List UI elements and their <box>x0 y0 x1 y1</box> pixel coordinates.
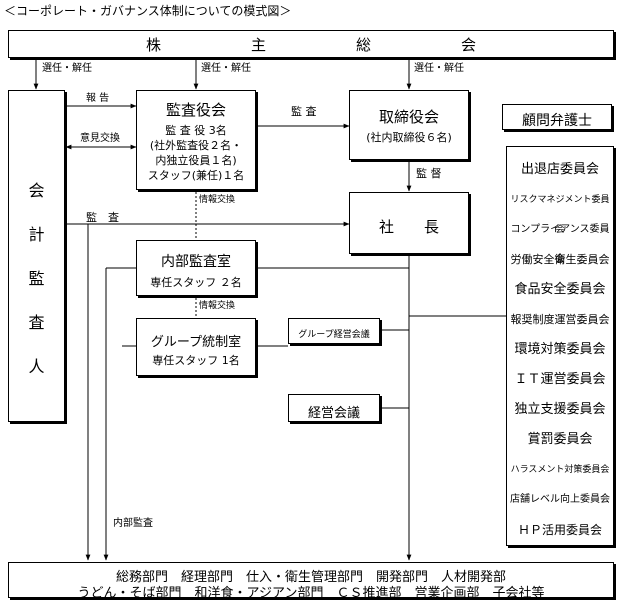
auditor-char: 人 <box>28 357 45 376</box>
board-sub: (社内取締役６名) <box>366 131 452 144</box>
mgmt-meeting-label: 経営会議 <box>307 406 360 421</box>
mgmt-meeting-box: 経営会議 <box>288 394 380 422</box>
shareholders-meeting-label: 株 主 総 会 <box>145 36 476 54</box>
audit-board-line2: (社外監査役２名・ <box>149 139 243 152</box>
report-label: 報 告 <box>86 93 110 104</box>
group-control-office-title: グループ統制室 <box>150 335 242 350</box>
opinion-exchange-label: 意見交換 <box>80 133 120 144</box>
committee-item: 出退店委員会 <box>520 162 599 177</box>
audit-board-line1: 監 査 役 3名 <box>165 124 227 137</box>
appoint-label-right: 選任・解任 <box>414 63 464 74</box>
audit-label-top: 監 査 <box>291 105 317 118</box>
accounting-auditor-box: 会 計 監 査 人 <box>8 90 65 422</box>
appoint-label-left: 選任・解任 <box>42 63 92 74</box>
internal-audit-label: 内部監査 <box>113 518 153 529</box>
audit-board-line3: 内独立役員１名) <box>155 154 237 167</box>
committee-item: 環境対策委員会 <box>514 342 606 357</box>
president-box: 社 長 <box>349 192 469 254</box>
committee-item: 賞罰委員会 <box>527 432 593 447</box>
auditor-char: 監 <box>28 269 45 288</box>
accounting-auditor-label: 会 計 監 査 人 <box>9 169 64 389</box>
committee-item: コンプライアンス委員会 <box>510 224 610 265</box>
group-mgmt-meeting-label: グループ経営会議 <box>298 330 370 340</box>
committee-item: 独立支援委員会 <box>514 402 606 417</box>
committee-item: 労働安全衛生委員会 <box>510 253 610 266</box>
audit-board-line4: スタッフ(兼任)１名 <box>147 169 245 182</box>
info-exchange-label-1: 情報交換 <box>199 195 236 205</box>
auditor-char: 会 <box>28 181 45 200</box>
shareholders-meeting-box: 株 主 総 会 <box>8 30 614 58</box>
board-of-directors-box: 取締役会 (社内取締役６名) <box>349 90 469 160</box>
committee-item: 食品安全委員会 <box>514 282 606 297</box>
group-control-office-box: グループ統制室 専任スタッフ 1名 <box>136 318 256 376</box>
internal-audit-office-title: 内部監査室 <box>161 254 231 270</box>
supervision-label: 監 督 <box>416 167 442 180</box>
internal-audit-office-box: 内部監査室 専任スタッフ ２名 <box>136 240 256 296</box>
info-exchange-label-2: 情報交換 <box>199 301 236 311</box>
auditor-char: 計 <box>28 225 45 244</box>
legal-advisor-box: 顧問弁護士 <box>502 104 612 130</box>
committee-item: ＩＴ運営委員会 <box>514 372 606 387</box>
departments-box: 総務部門 経理部門 仕入・衛生管理部門 開発部門 人材開発部 うどん・そば部門 … <box>8 562 614 601</box>
committee-item: リスクマネジメント委員会 <box>510 195 610 235</box>
committees-box: 出退店委員会 リスクマネジメント委員会 コンプライアンス委員会 労働安全衛生委員… <box>506 146 614 546</box>
internal-audit-office-sub: 専任スタッフ ２名 <box>150 276 242 289</box>
page-title: ＜コーポレート・ガバナンス体制についての模式図＞ <box>4 4 292 18</box>
committee-item: 店舗レベル向上委員会 <box>510 494 610 505</box>
committee-item: 報奨制度運営委員会 <box>510 313 610 326</box>
audit-board-title: 監査役会 <box>165 101 226 119</box>
committee-item: ＨＰ活用委員会 <box>517 523 602 537</box>
auditor-char: 査 <box>28 313 45 332</box>
committee-list: 出退店委員会 リスクマネジメント委員会 コンプライアンス委員会 労働安全衛生委員… <box>507 155 613 545</box>
board-title: 取締役会 <box>378 108 439 126</box>
president-label: 社 長 <box>378 218 439 236</box>
legal-advisor-label: 顧問弁護士 <box>522 113 592 129</box>
audit-board-box: 監査役会 監 査 役 3名 (社外監査役２名・ 内独立役員１名) スタッフ(兼任… <box>136 90 256 190</box>
committee-item: ハラスメント対策委員会 <box>510 465 610 475</box>
audit-label-mid: 監 査 <box>86 211 119 224</box>
group-control-office-sub: 専任スタッフ 1名 <box>152 354 240 367</box>
departments-line1: 総務部門 経理部門 仕入・衛生管理部門 開発部門 人材開発部 <box>115 570 506 585</box>
group-mgmt-meeting-box: グループ経営会議 <box>288 318 380 344</box>
appoint-label-mid: 選任・解任 <box>201 63 251 74</box>
departments-line2: うどん・そば部門 和洋食・アジアン部門 ＣＳ推進部 営業企画部 子会社等 <box>77 586 545 601</box>
